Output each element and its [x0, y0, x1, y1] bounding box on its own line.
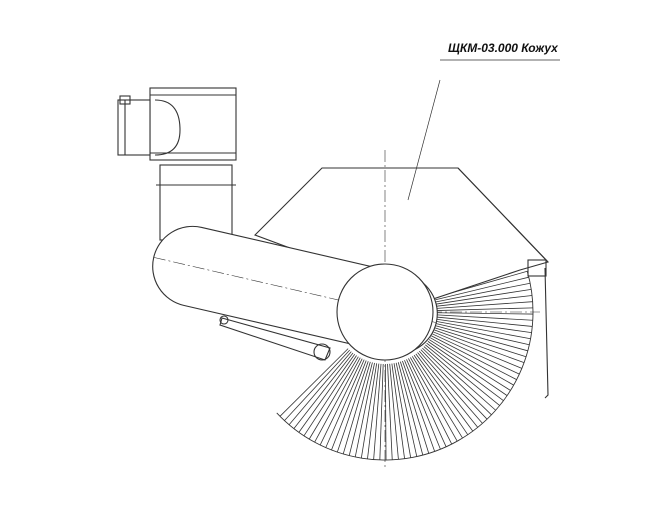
hood-edge — [457, 167, 549, 263]
bristle — [325, 359, 365, 448]
bristle — [373, 363, 382, 460]
bristle — [391, 363, 405, 459]
bristle — [432, 333, 520, 375]
leader-line — [407, 79, 441, 201]
bristle — [404, 360, 441, 450]
adjust-nut — [313, 343, 331, 361]
bristle — [413, 354, 469, 435]
adjust-rod — [544, 267, 549, 399]
bristle — [379, 363, 384, 460]
bristle — [399, 361, 430, 454]
bristle — [293, 352, 354, 429]
bristle — [319, 358, 363, 446]
bristle — [342, 361, 371, 455]
bristle — [434, 327, 527, 358]
bristle — [417, 352, 479, 428]
bristle — [436, 312, 533, 315]
bristle-outline — [276, 271, 534, 461]
bristle — [426, 342, 504, 401]
bristle — [418, 350, 483, 424]
bristle — [348, 362, 373, 456]
bristle — [411, 356, 463, 439]
bristle — [389, 363, 399, 460]
bristle — [367, 363, 380, 460]
bristle — [415, 353, 474, 432]
bristle — [406, 359, 447, 447]
bristle — [408, 358, 453, 445]
bristle — [298, 354, 356, 433]
bristle — [410, 357, 458, 442]
bristle — [397, 362, 424, 456]
bristle — [436, 316, 533, 327]
bristle — [395, 362, 418, 457]
bristle — [436, 318, 532, 333]
bristle — [288, 351, 352, 425]
bristle — [435, 323, 530, 346]
bristle — [432, 331, 522, 369]
bristle — [308, 356, 359, 440]
bristle — [384, 363, 387, 460]
part-label: ЩКМ-03.000 Кожух — [448, 41, 558, 55]
bristle — [303, 355, 357, 437]
brush-bristles — [276, 270, 534, 461]
bristle — [393, 363, 412, 458]
rod-bracket — [527, 259, 547, 277]
bristle — [423, 346, 496, 411]
bristle — [436, 320, 531, 340]
bristle — [387, 363, 393, 460]
bristle — [433, 329, 525, 363]
bristle — [420, 349, 488, 420]
bristle — [422, 347, 492, 416]
bristle — [431, 335, 517, 381]
bristle — [354, 362, 375, 458]
bristle — [436, 314, 533, 321]
bristle — [436, 295, 533, 307]
bristle — [314, 357, 361, 443]
bristle — [435, 276, 529, 301]
bristle — [402, 360, 436, 452]
bristle — [425, 344, 500, 406]
bristle — [360, 363, 378, 459]
bristle — [331, 360, 367, 451]
bristle — [430, 337, 514, 386]
bristle — [427, 341, 508, 396]
bristle — [428, 339, 511, 391]
bristle — [279, 348, 349, 417]
bristle — [436, 307, 533, 311]
bristle — [336, 361, 369, 453]
bristle — [435, 282, 531, 303]
bristle — [435, 325, 528, 352]
inlet-pipe — [117, 87, 237, 241]
pivot-bolt — [219, 315, 229, 325]
brush-hub — [336, 263, 434, 361]
bristle — [436, 288, 532, 305]
bristle — [436, 301, 533, 309]
bristle — [284, 349, 350, 421]
